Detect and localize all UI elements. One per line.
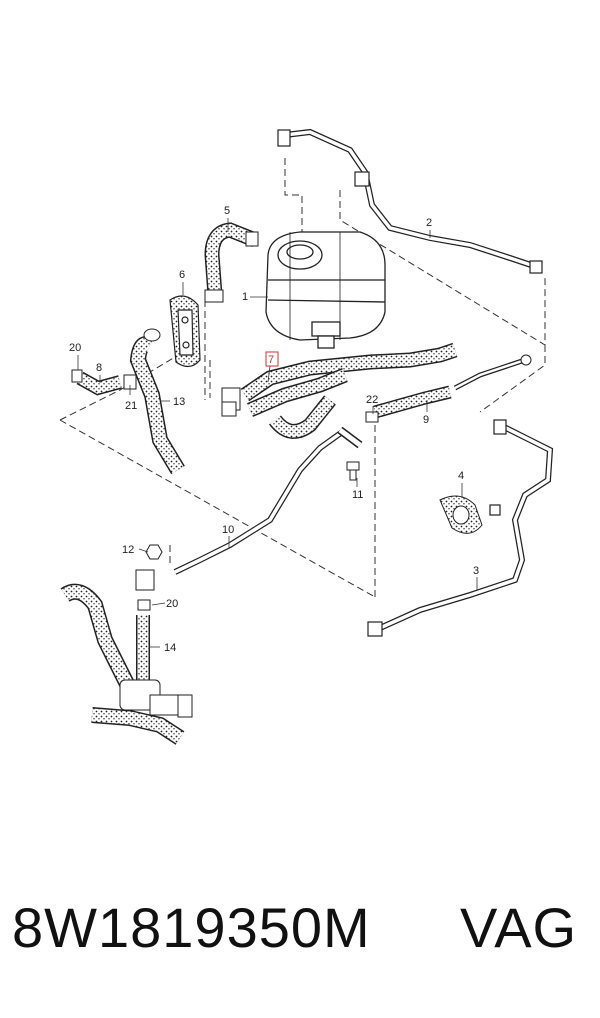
callout-6: 6	[179, 269, 185, 281]
callout-14: 14	[164, 642, 176, 654]
callout-21: 21	[125, 400, 137, 412]
flange-6	[169, 295, 201, 368]
nut-12	[145, 544, 163, 560]
hose-13	[129, 328, 185, 475]
pump-assembly	[60, 569, 193, 745]
expansion-tank-1	[265, 231, 386, 349]
callout-9: 9	[423, 414, 429, 426]
pipe-3	[367, 419, 554, 637]
callout-11: 11	[352, 489, 363, 501]
dashed-guide-lines	[59, 158, 546, 598]
pipe-10	[173, 426, 363, 575]
gasket-4	[439, 495, 483, 534]
pipe-2	[277, 128, 543, 274]
callout-1: 1	[242, 291, 248, 303]
hose-8	[71, 369, 137, 396]
part-number: 8W1819350M	[12, 896, 371, 959]
brand-label: VAG	[460, 896, 578, 959]
bolt-11	[346, 461, 360, 481]
callout-8: 8	[96, 362, 102, 374]
hose-assembly-7	[221, 342, 458, 439]
leader-lines	[77, 218, 478, 648]
callout-2: 2	[426, 217, 432, 229]
caption: 8W1819350M VAG	[0, 895, 600, 985]
parts-diagram: 1 2 3 4 5 6 7 8 9 10 11 12 13 14 20 20 2…	[59, 128, 554, 745]
clip-22	[365, 411, 379, 423]
callout-3: 3	[473, 565, 479, 577]
callout-13: 13	[173, 396, 185, 408]
callout-10: 10	[222, 524, 234, 536]
callout-20-lower: 20	[166, 598, 178, 610]
hose-5	[204, 222, 259, 303]
callout-5: 5	[224, 205, 230, 217]
callout-22: 22	[366, 394, 378, 406]
hose-9	[373, 354, 532, 419]
callout-7: 7	[268, 354, 274, 366]
callout-12: 12	[122, 544, 134, 556]
callout-4: 4	[458, 470, 464, 482]
callout-20-upper: 20	[69, 342, 81, 354]
callout-7-box	[265, 351, 279, 367]
